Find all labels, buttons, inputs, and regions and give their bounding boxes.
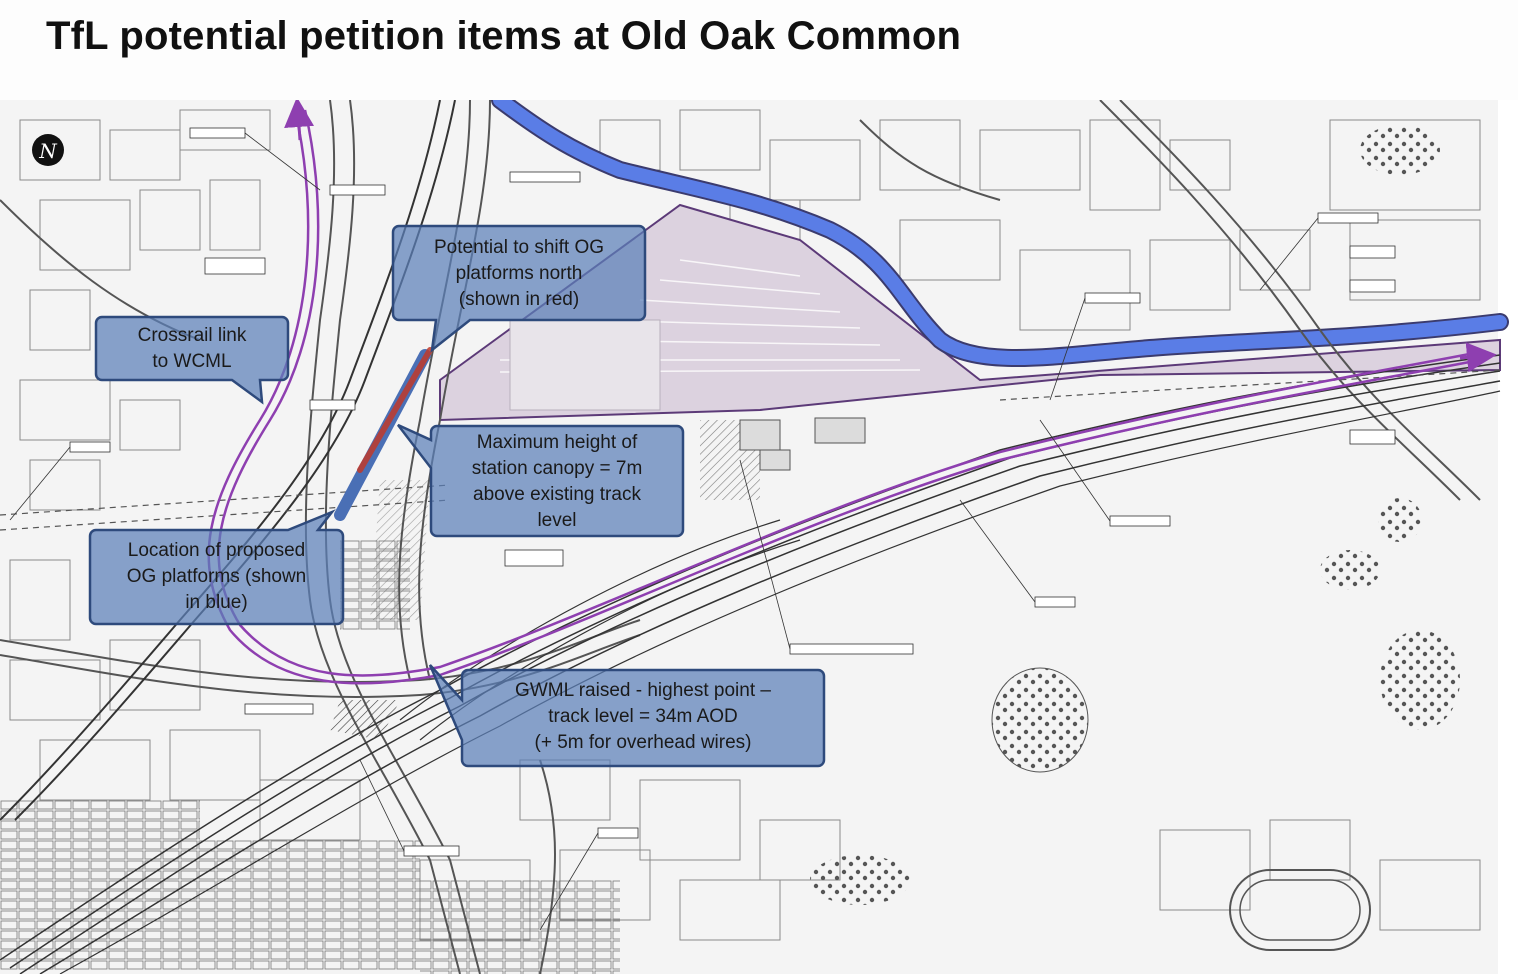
tree-clusters <box>810 125 1460 905</box>
callout-og-platforms-location <box>88 509 345 626</box>
north-arrow: N <box>32 134 64 166</box>
map-canvas[interactable]: N <box>0 100 1518 974</box>
route-arrow-east <box>1459 342 1497 373</box>
building-blocks <box>9 109 1481 941</box>
station-buildings <box>739 417 866 471</box>
north-arrow-label: N <box>38 139 58 163</box>
og-platforms-shifted <box>357 347 433 473</box>
depot-building <box>509 319 661 411</box>
callout-gwml-raised <box>428 664 826 768</box>
title-bar: TfL potential petition items at Old Oak … <box>0 0 1518 100</box>
callout-shift-og-platforms <box>391 224 647 353</box>
page-title: TfL potential petition items at Old Oak … <box>46 14 962 58</box>
map-frame-edge <box>1498 100 1518 974</box>
map-minor-labels <box>9 127 1396 931</box>
grand-union-canal-water <box>493 100 1507 365</box>
north-arrow-icon <box>32 134 64 166</box>
callout-crossrail-link <box>94 315 290 405</box>
route-arrow-north <box>284 100 315 141</box>
running-track <box>1229 869 1371 951</box>
terraced-housing <box>0 540 620 974</box>
callout-canopy-height <box>397 423 685 538</box>
crossrail-link-route <box>207 109 1481 685</box>
